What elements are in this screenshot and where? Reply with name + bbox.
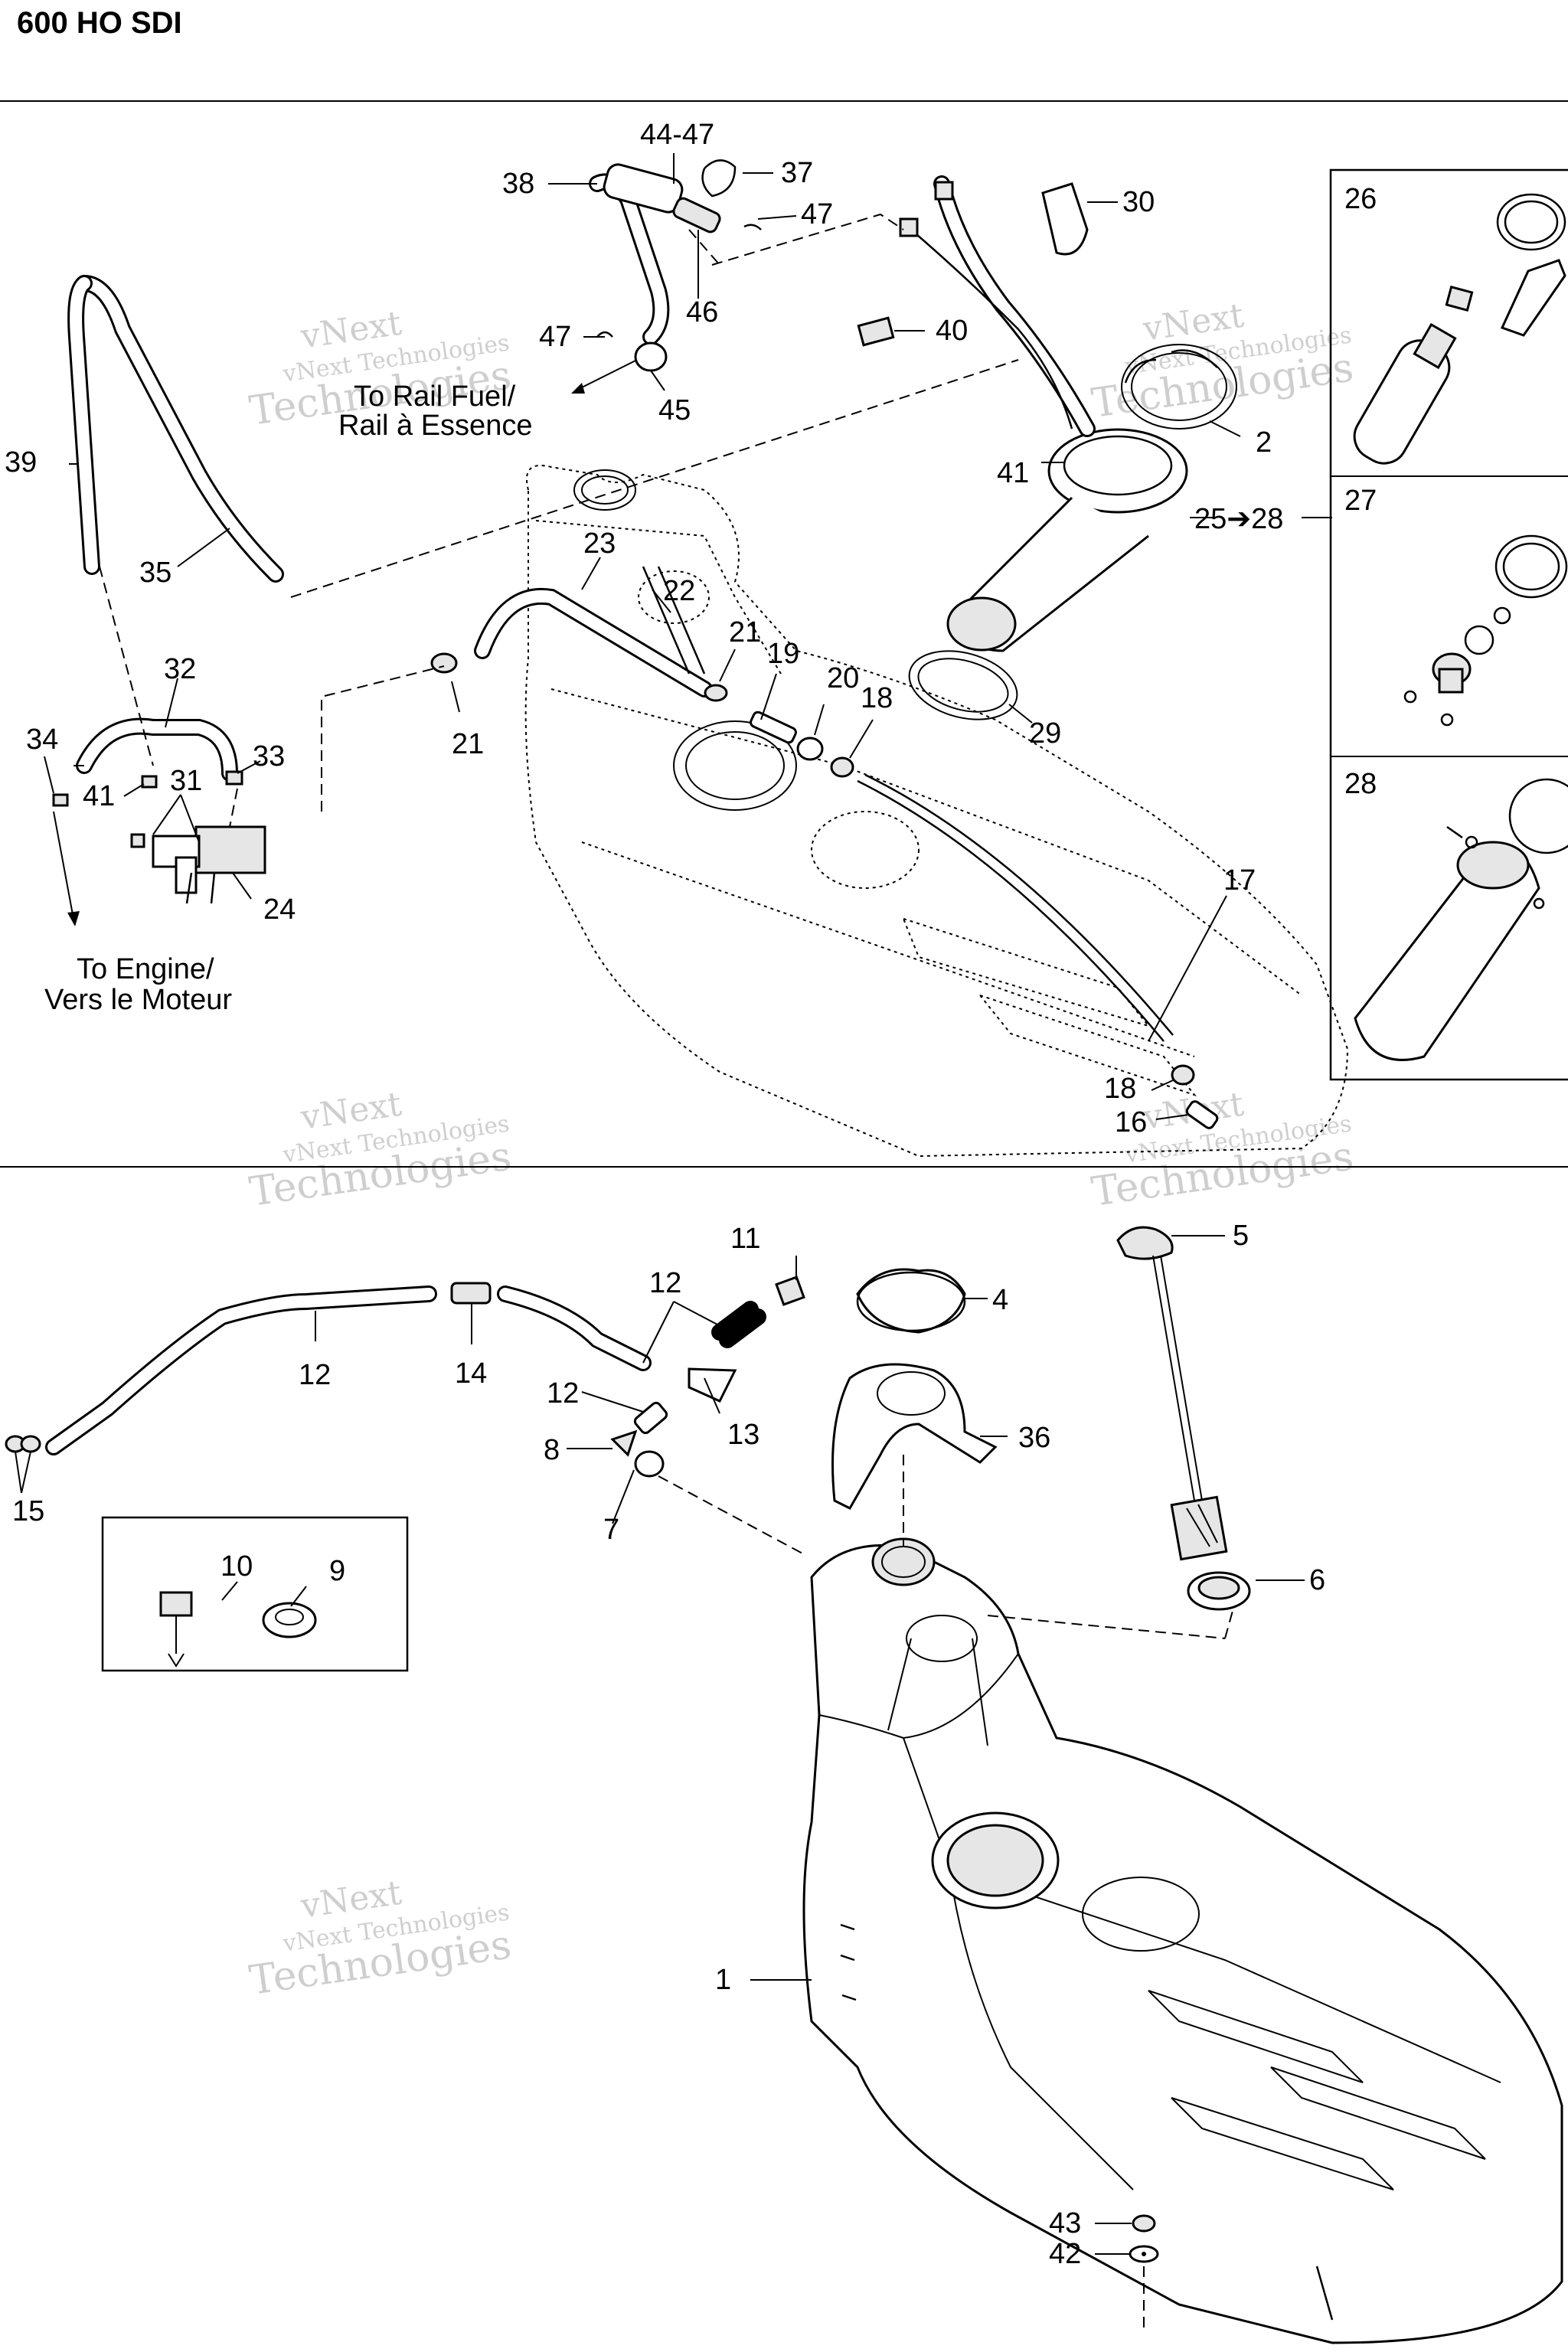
callout-label: 26 [1344,183,1377,215]
callout-leaders [15,153,1332,2255]
callout-label: 27 [1344,485,1377,517]
callout-label: 12 [649,1267,681,1299]
watermark-group: vNext vNext Technologies Technologies vN… [247,296,1356,2004]
callout-label: 29 [1029,717,1061,750]
callout-label: 12 [299,1359,331,1391]
part-callouts: 44-47 37 47 38 46 30 40 47 45 2 41 25➔28… [5,119,1377,2270]
fuel-rail-hose [589,159,762,372]
fuel-pump-assembly [899,175,1237,652]
callout-label: 13 [727,1419,760,1451]
to-engine-note: Vers le Moteur [44,984,232,1016]
to-rail-note: Rail à Essence [338,410,532,442]
callout-label: 21 [452,728,484,760]
callout-label: 47 [801,198,833,230]
purge-valve-assembly [52,717,266,904]
callout-label: 35 [139,557,172,589]
callout-label: 18 [861,682,893,714]
seal-kit-inset [1403,534,1568,727]
fuel-level-sender [1116,1226,1251,1611]
callout-label: 43 [1049,2207,1081,2239]
callout-label: 6 [1309,1564,1325,1596]
assembly-lines-lower [658,1455,1233,1639]
callout-label: 28 [1344,768,1377,800]
callout-label: 34 [26,724,58,756]
fuel-pump-inset [1353,193,1566,465]
callout-label: 38 [502,168,534,200]
callout-label: 4 [992,1284,1008,1316]
callout-label: 15 [12,1495,44,1527]
callout-label: 39 [5,446,37,479]
callout-label: 11 [730,1223,760,1255]
callout-label: 20 [827,662,859,694]
inset-panels [1329,168,1568,1081]
to-rail-note: To Rail Fuel/ [354,381,516,413]
page-title: 600 HO SDI [17,6,182,40]
callout-label: 25➔28 [1194,503,1283,535]
callout-label: 14 [455,1357,487,1390]
filler-hoses-22-23 [474,566,713,697]
callout-label: 47 [539,321,571,353]
vent-fittings [610,1276,805,1478]
callout-label: 16 [1115,1106,1147,1138]
grommet-40 [857,316,895,347]
callout-label: 42 [1049,2238,1081,2270]
callout-label: 37 [781,157,813,189]
pickup-sleeve-inset [1354,778,1568,1061]
main-fuel-tank [802,1537,1563,2344]
callout-label: 30 [1122,186,1155,218]
to-engine-note: To Engine/ [77,953,214,985]
callout-label: 45 [658,394,691,426]
callout-label: 41 [997,457,1029,489]
assembly-lines-upper [99,213,1019,828]
callout-label: 10 [220,1550,253,1583]
callout-label: 31 [170,765,202,797]
fittings-18-21 [430,652,1219,1129]
upper-fuel-tank [524,465,1349,1158]
callout-label: 33 [253,740,285,773]
callout-label: 9 [329,1555,345,1587]
callout-label: 22 [663,575,695,607]
fuel-cap-and-bracket [831,1268,998,1510]
seal-ring-29 [908,650,1018,720]
callout-label: 23 [583,528,616,560]
callout-label: 36 [1018,1422,1050,1454]
callout-label: 7 [603,1514,619,1546]
flow-arrows [53,359,638,926]
callout-label: 40 [936,315,968,347]
clip-30 [1041,182,1089,256]
callout-label: 18 [1104,1073,1136,1105]
callout-label: 21 [729,616,761,648]
callout-label: 32 [164,653,196,685]
vent-hoses-35-39 [67,275,284,583]
callout-label: 1 [715,1964,731,1996]
callout-label: 5 [1233,1220,1249,1252]
callout-label: 2 [1256,426,1272,459]
callout-label: 44-47 [640,119,714,151]
callout-label: 19 [767,638,799,670]
fastener-inset [101,1516,409,1672]
nut-and-washer [1129,2214,1159,2328]
callout-label: 24 [263,893,296,926]
inset-frame [1329,168,1568,1081]
callout-label: 17 [1223,864,1256,897]
callout-label: 8 [544,1434,560,1466]
callout-label: 41 [83,780,115,812]
callout-label: 12 [547,1377,579,1410]
callout-label: 46 [686,296,718,328]
